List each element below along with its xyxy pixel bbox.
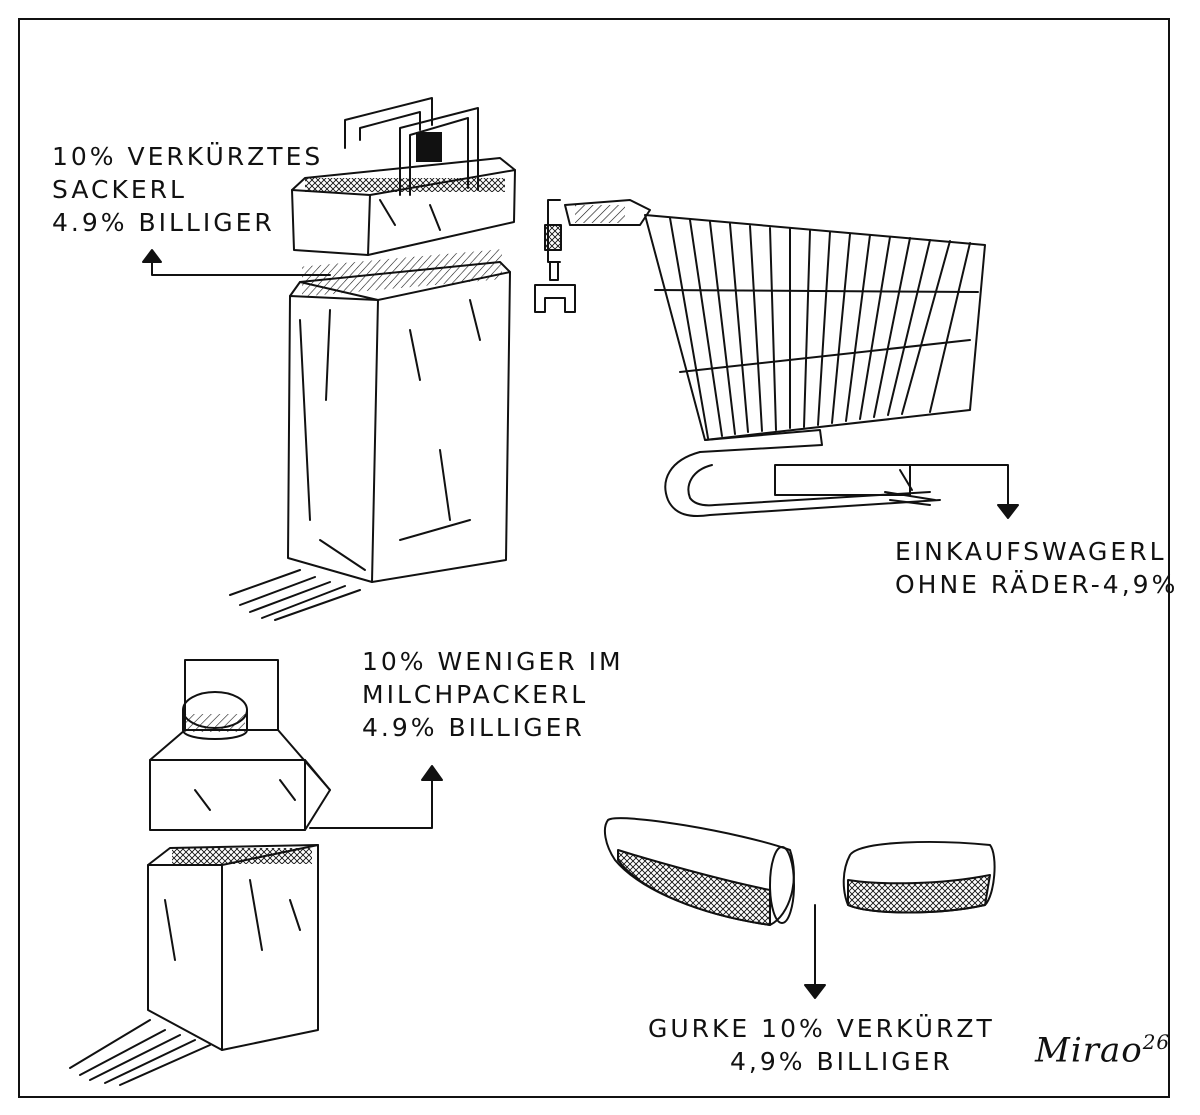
bag-caption: 10% VERKÜRZTES SACKERL 4.9% BILLIGER bbox=[52, 140, 323, 239]
shopping-cart-illustration bbox=[534, 199, 986, 518]
milk-carton-illustration bbox=[69, 659, 331, 1086]
cucumber-arrow bbox=[804, 904, 826, 999]
milk-caption-line-3: 4.9% BILLIGER bbox=[362, 713, 585, 742]
milk-caption-line-1: 10% WENIGER IM bbox=[362, 647, 624, 676]
cartoon-frame bbox=[18, 18, 1170, 1098]
bag-caption-line-2: SACKERL bbox=[52, 175, 187, 204]
milk-arrow bbox=[309, 765, 443, 829]
bag-caption-line-1: 10% VERKÜRZTES bbox=[52, 142, 324, 171]
paper-bag-illustration bbox=[229, 249, 511, 621]
bag-arrow bbox=[142, 249, 331, 276]
milk-caption-line-2: MILCHPACKERL bbox=[362, 680, 589, 709]
cucumber-caption-line-2: 4,9% BILLIGER bbox=[729, 1047, 953, 1076]
cart-arrow bbox=[909, 464, 1019, 519]
signature-name: Mirao bbox=[1035, 1030, 1143, 1071]
cucumber-illustration bbox=[603, 817, 996, 926]
cart-caption: EINKAUFSWAGERL OHNE RÄDER-4,9% bbox=[895, 535, 1178, 601]
shortened-bag-illustration bbox=[291, 97, 516, 256]
signature-number: 26 bbox=[1142, 1030, 1171, 1054]
bag-caption-line-3: 4.9% BILLIGER bbox=[52, 208, 275, 237]
artist-signature: Mirao26 bbox=[1035, 1030, 1170, 1070]
milk-caption: 10% WENIGER IM MILCHPACKERL 4.9% BILLIGE… bbox=[362, 645, 624, 744]
cucumber-caption: GURKE 10% VERKÜRZT 4,9% BILLIGER bbox=[648, 1012, 995, 1078]
cart-caption-line-2: OHNE RÄDER-4,9% bbox=[895, 570, 1179, 599]
cucumber-caption-line-1: GURKE 10% VERKÜRZT bbox=[648, 1014, 995, 1043]
cart-caption-line-1: EINKAUFSWAGERL bbox=[895, 537, 1167, 566]
